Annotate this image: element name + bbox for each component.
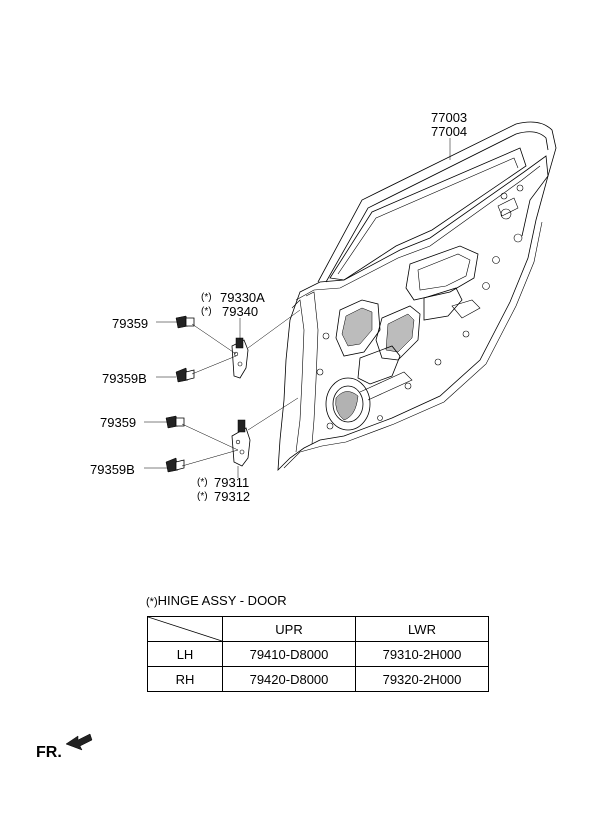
cell-upr-part: 79420-D8000 (222, 666, 356, 692)
callout-marker-upper-2: (*) (201, 306, 212, 317)
bolt-79359-upper (175, 315, 195, 329)
front-indicator: FR. (36, 744, 62, 761)
column-header-lwr: LWR (355, 616, 489, 642)
rear-door-panel (277, 121, 557, 472)
bolt-79359b-lower (165, 457, 185, 473)
table-row: RH 79420-D8000 79320-2H000 (147, 666, 489, 692)
callout-lower-hinge-2: 79312 (214, 489, 250, 504)
callout-door-assy-2: 77004 (431, 124, 467, 139)
hinge-table-marker: (*) (146, 596, 158, 608)
corner-diagonal (148, 617, 222, 641)
front-arrow-icon (65, 733, 93, 751)
callout-upper-hinge-1: 79330A (220, 290, 265, 305)
callout-door-assy-1: 77003 (431, 110, 467, 125)
callout-marker-upper-1: (*) (201, 292, 212, 303)
callout-upper-hinge-2: 79340 (222, 304, 258, 319)
row-side-label: LH (147, 641, 223, 667)
callout-marker-lower-2: (*) (197, 491, 208, 502)
column-header-upr: UPR (222, 616, 356, 642)
cell-lwr-part: 79320-2H000 (355, 666, 489, 692)
lower-hinge (231, 419, 251, 467)
cell-lwr-part: 79310-2H000 (355, 641, 489, 667)
bolt-79359b-upper (175, 367, 195, 383)
hinge-table-title: (*)HINGE ASSY - DOOR (146, 593, 287, 608)
bolt-79359-lower (165, 415, 185, 429)
cell-upr-part: 79410-D8000 (222, 641, 356, 667)
callout-bolt-lower-2: 79359B (90, 462, 135, 477)
table-row: LH 79410-D8000 79310-2H000 (147, 641, 489, 667)
upper-hinge (231, 337, 249, 379)
callout-bolt-lower-1: 79359 (100, 415, 136, 430)
callout-lower-hinge-1: 79311 (214, 475, 249, 490)
table-corner-cell (147, 616, 223, 642)
hinge-table-title-text: HINGE ASSY - DOOR (157, 593, 287, 608)
leader-lines (144, 138, 451, 478)
row-side-label: RH (147, 666, 223, 692)
callout-bolt-upper-2: 79359B (102, 371, 147, 386)
table-header-row: UPR LWR (147, 616, 489, 642)
hinge-assy-table: UPR LWR LH 79410-D8000 79310-2H000 RH 79… (147, 616, 489, 692)
callout-bolt-upper-1: 79359 (112, 316, 148, 331)
callout-marker-lower-1: (*) (197, 477, 208, 488)
